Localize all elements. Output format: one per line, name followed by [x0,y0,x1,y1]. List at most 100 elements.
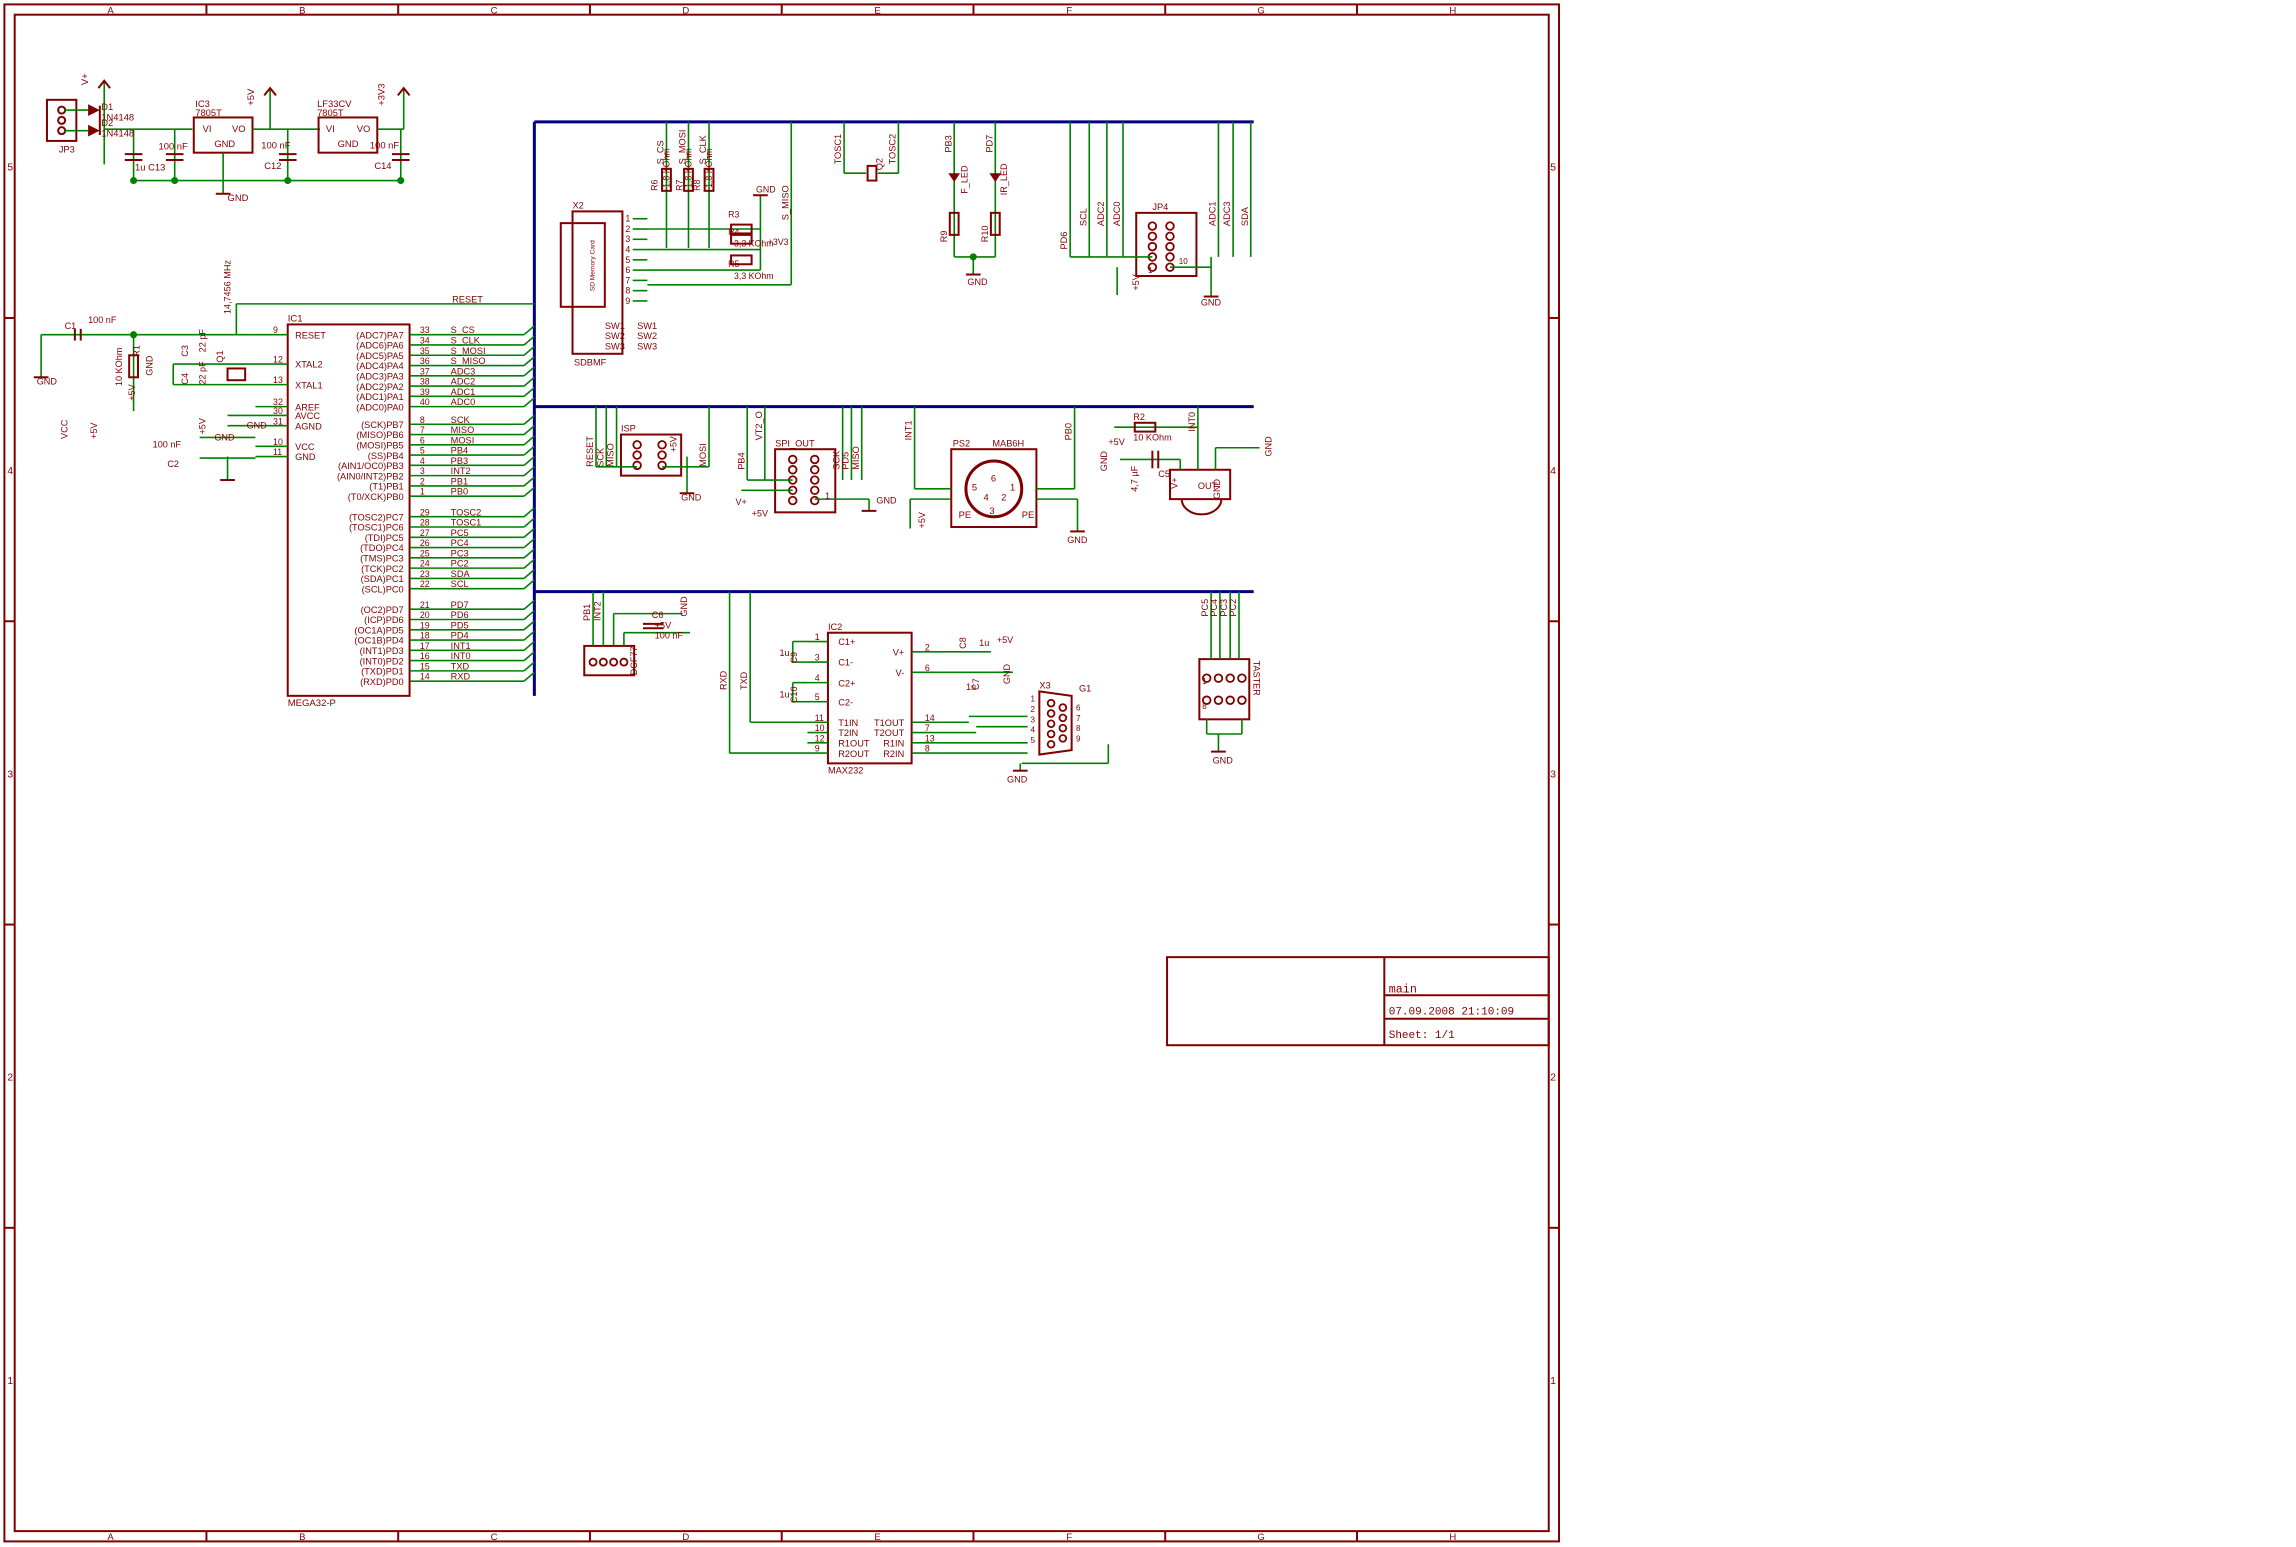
max232-part-label: 1u [780,648,790,658]
power-label: 100 nF [261,139,290,150]
resistor-label: R7 [675,179,685,190]
led-label: GND [967,277,988,287]
pin-pad [657,450,667,460]
pin-number: 8 [420,415,425,425]
pin-pad [588,657,598,667]
pin-number: 5 [420,446,425,456]
row-number: 2 [7,1073,13,1084]
connector-name: SPI_OUT [775,438,815,448]
pin-number: 2 [625,224,630,234]
net-label: TOSC2 [451,507,482,517]
pin-name: AGND [295,421,322,431]
pin-pad [57,126,67,136]
pin-name: C2- [838,697,853,707]
pin-number: 1 [420,487,425,497]
pin-number: 10 [815,723,825,733]
isp-header [619,433,683,477]
junction [130,177,138,185]
net-label: S_CS [656,140,666,164]
power-label: JP3 [59,144,75,155]
bus-entry [523,476,535,487]
mcu-ic1: IC1MEGA32-PRESET9XTAL212XTAL113AREF32AVC… [33,260,535,709]
max232-part-label: C9 [789,652,799,664]
junction [969,253,977,261]
pin-number: 6 [420,435,425,445]
ir-lens [1180,499,1223,516]
power-label: +5V [245,88,256,106]
bus-entry [523,610,535,621]
pin-number: 9 [273,325,278,335]
bus-entry [523,630,535,641]
pin-name: (SCK)PB7 [361,420,404,430]
power-label: GND [876,496,897,506]
drawing-date: 07.09.2008 21:10:09 [1389,1006,1514,1018]
mcu-part-label: C3 [180,345,190,357]
outer-border [3,3,1561,1543]
switch-label: SW2 [637,331,657,341]
bus-entry [523,527,535,538]
switch-label: SW1 [605,321,625,331]
pin-number: 5 [1031,736,1036,745]
pin-name: C1+ [838,637,855,647]
pin-number: 12 [273,355,283,365]
pin-pad [1046,698,1056,708]
row-number: 3 [1550,769,1556,780]
net-label: ADC2 [451,377,476,387]
pin-number: 6 [625,265,630,275]
ir-label: +5V [1108,437,1125,447]
ir-label: 4,7 µF [1130,465,1140,491]
net-label: INT1 [451,641,471,651]
resistor [683,167,694,192]
bus-entry [523,435,535,446]
pin-name: XTAL1 [295,380,323,390]
row-number: 1 [7,1376,13,1387]
pin-name: (ADC3)PA3 [356,371,404,381]
connector-gnd-name: G1 [1079,683,1091,693]
pin-name: GND [295,452,316,462]
bus-entry [523,376,535,387]
pin-number: 1 [1148,266,1153,275]
column-letter: D [682,1532,689,1543]
pin-number: 25 [420,548,430,558]
pin-name: (OC1B)PD4 [354,636,403,646]
net-label: ADC1 [1208,201,1218,226]
ic-value: MAX232 [828,766,863,776]
bus-entry [523,455,535,466]
power-label: LF33CV [317,98,352,109]
resistor-r1 [128,354,139,379]
mcu-part-label: C4 [180,373,190,385]
part-name: Q2 [874,158,884,170]
net-label: RXD [451,672,471,682]
pin-number: 38 [420,377,430,387]
column-letter: D [682,6,689,17]
net-label: RESET [585,436,595,467]
column-letter: G [1257,1532,1264,1543]
pin-number: 3 [815,653,820,663]
ic-lf33cv-regulator [317,116,379,154]
connector-name: TASTER [1252,661,1262,697]
pin-pad [57,115,67,125]
pin-number: 6 [991,473,996,484]
net-label: ADC3 [1222,201,1232,226]
resistor-r2 [1133,421,1157,433]
pin-number: 29 [420,507,430,517]
pin-number: 9 [1076,734,1081,743]
bus-entry [523,507,535,518]
resistor-label: GND [756,184,776,194]
pin-number: 3 [1031,715,1036,724]
pin-pad [1058,734,1068,743]
net-label: S_CS [451,325,475,335]
max232-body [826,631,913,765]
net-label: PB3 [943,135,953,152]
pin-number: 8 [1202,702,1207,711]
pin-number: 2 [1031,705,1036,714]
net-label: RESET [452,294,483,304]
column-letter: B [299,1532,305,1543]
power-label: 1 [825,491,830,501]
pin-number: 20 [420,610,430,620]
resistor [948,211,960,236]
resistor-label: 3,3 KOhm [734,271,774,281]
pin-pad [657,460,667,471]
bus-entry [523,386,535,397]
